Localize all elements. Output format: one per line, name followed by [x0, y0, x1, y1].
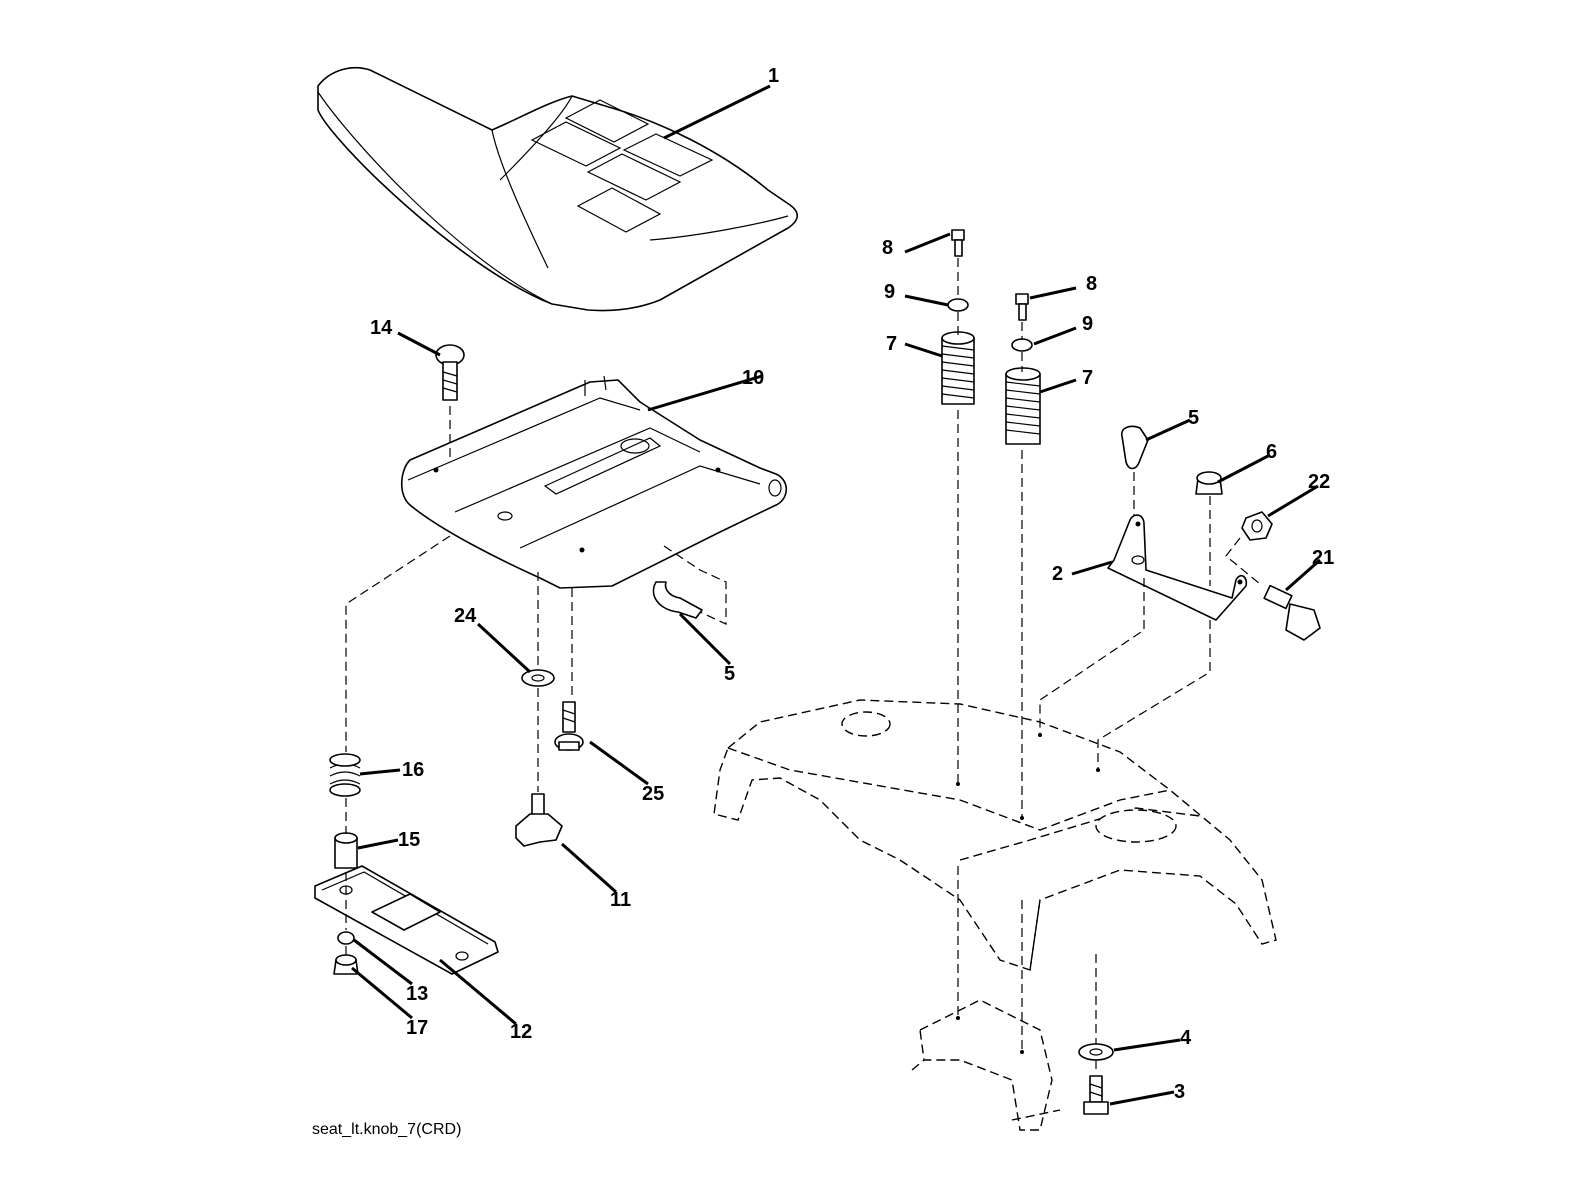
callout-screw-right: 8 — [1086, 273, 1097, 295]
callout-nut-17: 17 — [406, 1017, 428, 1039]
diagram-caption: seat_lt.knob_7(CRD) — [312, 1121, 461, 1138]
clip-top — [1120, 425, 1149, 470]
callout-bolt-25: 25 — [642, 783, 664, 805]
spring-right — [1005, 367, 1041, 445]
callout-nut-22: 22 — [1308, 471, 1330, 493]
screw-left — [951, 229, 965, 257]
callout-labels: 1 10 14 8 9 7 8 9 7 5 6 22 2 21 5 24 25 … — [370, 65, 1334, 1103]
nut — [1195, 471, 1223, 495]
nut-22 — [1241, 511, 1273, 541]
callout-washer-right: 9 — [1082, 313, 1093, 335]
callout-shoulder-bolt: 21 — [1312, 547, 1334, 569]
clip-left — [652, 581, 703, 619]
shoulder-bolt — [1263, 584, 1321, 641]
washer-bottom — [1078, 1043, 1114, 1061]
spacer — [334, 832, 358, 869]
callout-spring-right: 7 — [1082, 367, 1093, 389]
callout-spacer: 15 — [398, 829, 420, 851]
washer-right — [1011, 338, 1033, 352]
spring-left — [941, 331, 975, 405]
callout-bolt-bottom: 3 — [1174, 1081, 1185, 1103]
callout-washer-left: 9 — [884, 281, 895, 303]
fender-frame — [713, 699, 1277, 1131]
washer-24 — [521, 669, 555, 687]
seat — [317, 66, 799, 312]
callout-washer-13: 13 — [406, 983, 428, 1005]
carriage-bolt — [435, 344, 465, 401]
bracket — [1107, 514, 1248, 621]
callout-screw-left: 8 — [882, 237, 893, 259]
leader-lines — [351, 84, 1321, 1106]
knob — [515, 793, 563, 847]
callout-seat-pan: 10 — [742, 367, 764, 389]
callout-clip-top: 5 — [1188, 407, 1199, 429]
washer-13 — [337, 931, 355, 945]
callout-washer-24: 24 — [454, 605, 477, 627]
callout-spring-left: 7 — [886, 333, 897, 355]
callout-knob: 11 — [610, 889, 631, 911]
slide-plate — [314, 865, 499, 975]
seat-pan — [400, 375, 788, 589]
bolt-25 — [554, 701, 584, 751]
washer-left — [947, 298, 969, 312]
callout-spring-16: 16 — [402, 759, 424, 781]
assembly-lines — [345, 258, 1261, 1072]
spring-16 — [329, 753, 361, 797]
callout-clip-left: 5 — [724, 663, 735, 685]
callout-washer-bottom: 4 — [1180, 1027, 1192, 1049]
callout-seat: 1 — [768, 65, 779, 87]
callout-slide-plate: 12 — [510, 1021, 532, 1043]
bolt-bottom — [1083, 1075, 1109, 1115]
callout-carriage-bolt: 14 — [370, 317, 393, 339]
callout-nut: 6 — [1266, 441, 1277, 463]
screw-right — [1015, 293, 1029, 321]
callout-bracket: 2 — [1052, 563, 1063, 585]
